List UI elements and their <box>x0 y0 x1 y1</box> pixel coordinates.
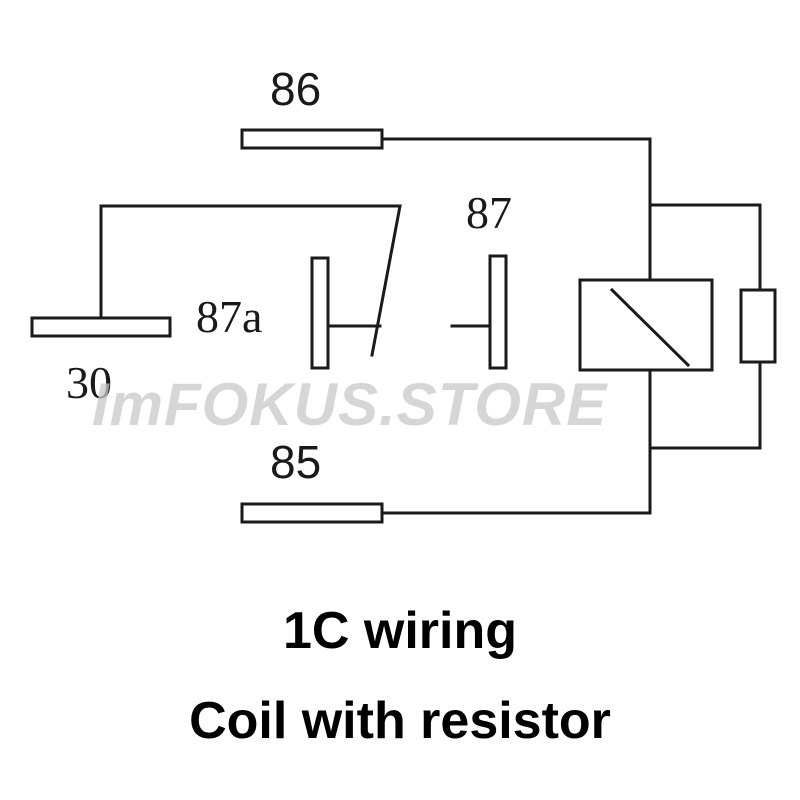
terminal-85-pin <box>240 502 384 524</box>
terminal-30-label: 30 <box>66 357 112 408</box>
coil-wire-86 <box>380 137 652 282</box>
resistor-wire-bottom <box>648 360 762 450</box>
terminal-86-label: 86 <box>270 63 321 115</box>
terminal-87a-label: 87a <box>196 291 262 342</box>
terminal-87a-contact <box>310 256 330 370</box>
terminal-87-label: 87 <box>466 187 512 238</box>
watermark-text: ImFOKUS.STORE <box>92 371 608 438</box>
caption-line-2: Coil with resistor <box>189 692 611 750</box>
coil-wire-85 <box>380 368 652 515</box>
switch-common-wire <box>99 204 402 357</box>
terminal-85-label: 85 <box>270 436 321 488</box>
caption-line-1: 1C wiring <box>283 602 517 660</box>
terminal-87-contact <box>488 254 508 370</box>
resistor-wire-top <box>648 203 762 292</box>
coil-diagonal <box>609 287 691 368</box>
resistor <box>739 288 777 364</box>
terminal-30-pin <box>30 316 172 338</box>
terminal-86-pin <box>240 128 384 150</box>
